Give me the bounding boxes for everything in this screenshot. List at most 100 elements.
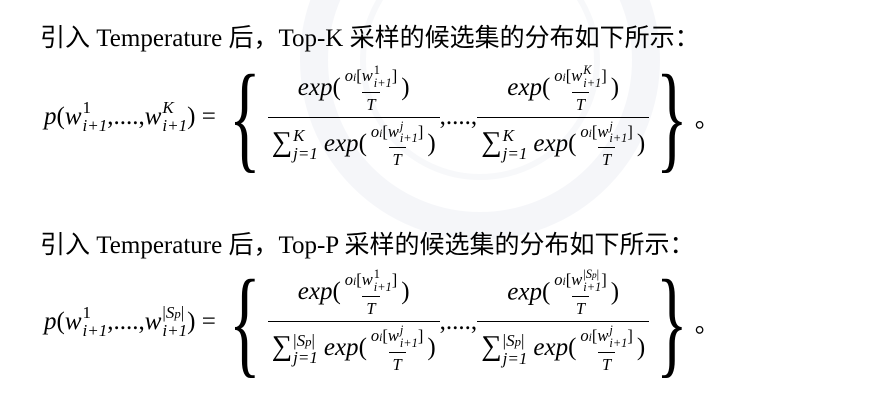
math-K: K: [162, 98, 174, 118]
sum-symbol: ∑: [271, 125, 293, 158]
math-one: 1: [82, 302, 92, 322]
left-brace: {: [229, 50, 261, 183]
math-rp: ): [427, 334, 436, 362]
math-period: 。: [694, 106, 720, 133]
right-brace: }: [656, 254, 688, 388]
math-o: o: [344, 65, 354, 85]
math-lp: (: [358, 334, 367, 362]
math-w: w: [597, 326, 609, 346]
math-lp: (: [332, 278, 341, 306]
math-exp: exp: [323, 129, 359, 157]
math-lb: [: [565, 269, 572, 289]
math-lb: [: [591, 121, 598, 141]
math-T: T: [575, 94, 586, 114]
math-Ssub: p: [174, 306, 181, 321]
math-one: 1: [373, 267, 380, 282]
math-T: T: [366, 94, 376, 114]
math-T: T: [602, 150, 612, 170]
math-lp: (: [56, 307, 65, 335]
math-comma: ,: [439, 307, 446, 335]
math-comma: ,: [138, 103, 145, 130]
math-ip1: i+1: [373, 280, 392, 295]
math-i: i: [379, 331, 383, 344]
math-S: S: [506, 331, 515, 351]
math-lp: (: [541, 73, 551, 101]
math-rb: ]: [417, 121, 424, 141]
math-j: j: [399, 118, 404, 133]
math-rp: ): [636, 129, 646, 157]
sum-symbol: ∑: [481, 125, 502, 158]
math-rp: ): [610, 73, 620, 101]
math-w: w: [144, 103, 162, 130]
math-w: w: [361, 65, 373, 85]
math-exp: exp: [323, 334, 359, 362]
math-rp: ): [401, 278, 410, 306]
math-i: i: [562, 275, 566, 288]
math-j: j: [609, 118, 613, 133]
math-exp: exp: [297, 278, 333, 306]
math-w: w: [144, 307, 162, 335]
math-lb: [: [382, 325, 388, 345]
math-T: T: [392, 354, 402, 374]
math-p: p: [44, 307, 57, 335]
math-ip1: i+1: [373, 75, 392, 90]
math-o: o: [554, 65, 563, 85]
math-T: T: [575, 299, 586, 319]
math-w: w: [387, 325, 399, 345]
math-w: w: [597, 121, 609, 141]
math-lp: (: [56, 103, 65, 130]
math-comma: ,: [107, 103, 114, 130]
scripts: |Sp|j=1: [503, 332, 528, 368]
math-rp: ): [187, 307, 196, 335]
math-bar: |: [596, 266, 600, 281]
math-S: S: [585, 266, 592, 281]
math-Ssub: p: [514, 335, 521, 350]
math-o: o: [554, 269, 563, 289]
math-bar: |: [293, 330, 297, 350]
math-i: i: [353, 275, 357, 288]
math-j1: j=1: [502, 143, 528, 163]
math-bar: |: [520, 331, 525, 351]
math-j1: j=1: [293, 143, 318, 163]
math-j1: j=1: [502, 348, 528, 368]
math-w: w: [387, 121, 399, 141]
math-o: o: [370, 121, 380, 141]
math-rb: ]: [417, 325, 424, 345]
math-w: w: [64, 307, 82, 335]
math-p: p: [44, 103, 57, 130]
math-i: i: [562, 71, 566, 84]
math-dots: ....: [445, 103, 471, 130]
math-ip1: i+1: [583, 280, 602, 295]
math-exp: exp: [507, 73, 542, 101]
math-dots: ....: [113, 103, 139, 130]
math-o: o: [580, 121, 589, 141]
math-i: i: [353, 71, 357, 84]
math-Ssub: p: [305, 334, 312, 349]
sum-symbol: ∑: [271, 330, 293, 363]
math-w: w: [361, 269, 373, 289]
math-o: o: [580, 326, 589, 346]
math-T: T: [602, 355, 612, 375]
math-eq: =: [201, 103, 216, 130]
math-rb: ]: [627, 326, 633, 346]
math-exp: exp: [297, 73, 333, 101]
math-rb: ]: [391, 65, 398, 85]
math-ip1: i+1: [162, 320, 188, 340]
math-comma: ,: [138, 307, 145, 335]
math-i: i: [588, 332, 592, 345]
math-w: w: [571, 269, 583, 289]
math-rp: ): [610, 278, 620, 306]
